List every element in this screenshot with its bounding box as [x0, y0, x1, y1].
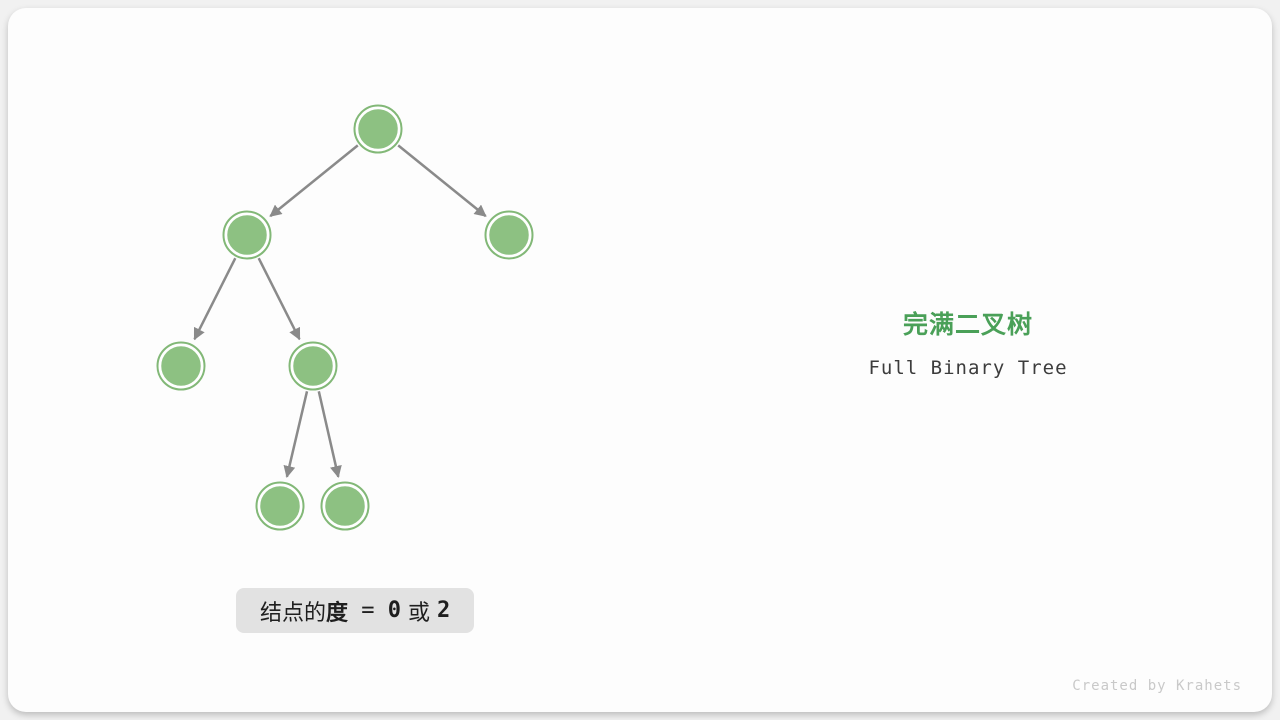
slide-card: 完满二叉树 Full Binary Tree 结点的度 = 0 或 2 Crea… [8, 8, 1272, 712]
title-english: Full Binary Tree [868, 357, 1068, 379]
degree-caption: 结点的度 = 0 或 2 [236, 588, 475, 633]
caption-degree: 度 [326, 600, 349, 626]
caption-two: 2 [437, 598, 451, 623]
title-block: 完满二叉树 Full Binary Tree [818, 305, 1118, 379]
credit-text: Created by Krahets [1072, 678, 1242, 694]
caption-zero: 0 [387, 598, 402, 623]
caption-prefix: 结点的 [260, 600, 327, 626]
title-chinese: 完满二叉树 [902, 310, 1033, 339]
caption-or: 或 [401, 600, 438, 626]
caption-equals: = [348, 598, 388, 623]
